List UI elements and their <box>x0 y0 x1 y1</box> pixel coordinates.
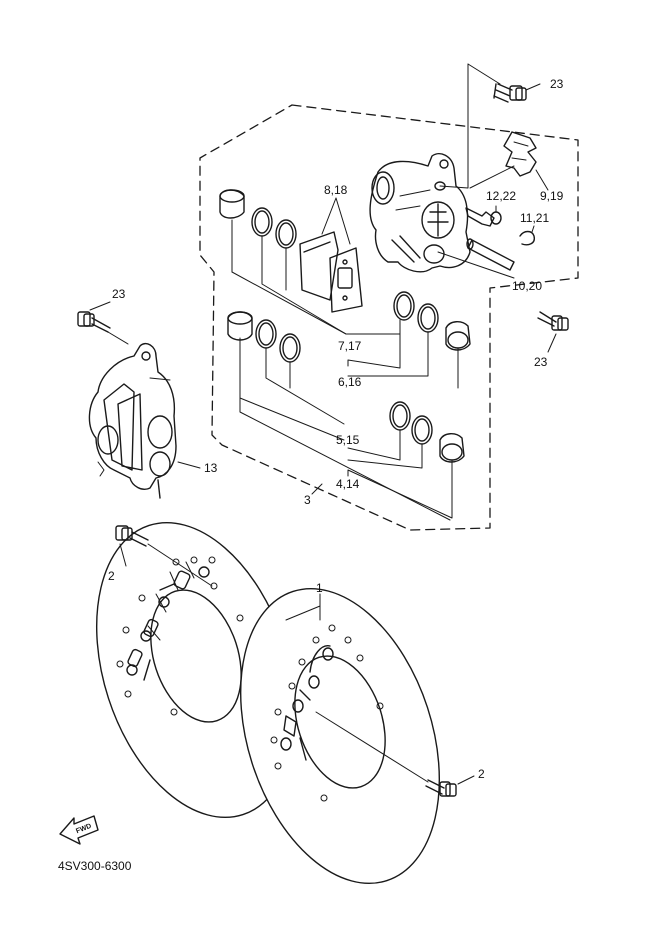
leader-lines <box>231 63 557 521</box>
pad-spring-bracket <box>503 131 537 177</box>
callout-6-16: 6,16 <box>338 375 362 389</box>
callout-12-22: 12,22 <box>486 189 516 203</box>
disc-bolt-right <box>315 711 475 797</box>
callout-8-18: 8,18 <box>324 183 348 197</box>
callout-23-right: 23 <box>534 355 548 369</box>
callout-23-top: 23 <box>550 77 564 91</box>
callout-2-left: 2 <box>108 569 115 583</box>
callout-5-15: 5,15 <box>336 433 360 447</box>
callout-1: 1 <box>316 581 323 595</box>
diagram-code: 4SV300-6300 <box>58 859 132 873</box>
callout-13: 13 <box>204 461 218 475</box>
brake-pads <box>299 231 363 313</box>
caliper-bolt-top <box>493 83 527 103</box>
caliper-bolt-left <box>77 301 129 345</box>
brake-disc-front <box>239 587 441 885</box>
forward-direction-arrow: FWD <box>59 815 99 845</box>
upper-piston-set <box>219 189 297 249</box>
caliper-bolt-right <box>537 311 569 331</box>
caliper-body-right <box>369 152 471 273</box>
callout-10-20: 10,20 <box>512 279 542 293</box>
callout-23-left: 23 <box>112 287 126 301</box>
lower-seal-set-right <box>389 401 465 463</box>
upper-seal-set-right <box>393 291 471 351</box>
disc-hole-pattern <box>116 556 244 716</box>
callout-11-21: 11,21 <box>520 211 549 225</box>
callout-9-19: 9,19 <box>540 189 564 203</box>
callout-4-14: 4,14 <box>336 477 360 491</box>
callout-3: 3 <box>304 493 311 507</box>
disc-leader <box>285 593 321 621</box>
callout-7-17: 7,17 <box>338 339 362 353</box>
retaining-clip <box>519 230 536 246</box>
disc-bolt-left <box>115 525 213 587</box>
leader-13 <box>177 461 201 469</box>
lower-piston-set <box>227 311 301 363</box>
caliper-assembly <box>88 342 177 499</box>
caliper-kit-boundary <box>199 104 579 531</box>
callout-2-right: 2 <box>478 767 485 781</box>
pad-pin <box>466 238 515 271</box>
